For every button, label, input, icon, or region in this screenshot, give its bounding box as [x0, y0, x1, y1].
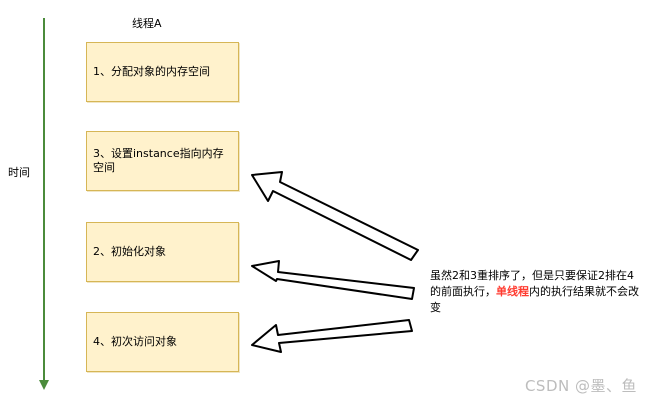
step-box-1: 1、分配对象的内存空间 [86, 42, 239, 102]
step-2-text: 3、设置instance指向内存空间 [93, 147, 224, 174]
timeline-axis [39, 18, 49, 390]
step-3-text: 2、初始化对象 [93, 245, 166, 258]
step-4-text: 4、初次访问对象 [93, 335, 177, 348]
reorder-arrow-1 [251, 171, 419, 261]
note-text-after: 内的执行结果就不会改变 [430, 285, 639, 314]
step-box-4: 4、初次访问对象 [86, 312, 239, 372]
note-highlight: 单线程 [496, 285, 529, 298]
time-label: 时间 [8, 166, 30, 179]
thread-label: 线程A [132, 17, 162, 30]
note-text-before: 虽然2和3重排序了，但是只要保证2排在4的前面执行， [430, 269, 634, 298]
step-box-3: 2、初始化对象 [86, 222, 239, 282]
watermark-text: CSDN @墨、鱼 [524, 377, 637, 395]
reorder-arrow-3 [251, 319, 413, 353]
explanation-note: 虽然2和3重排序了，但是只要保证2排在4的前面执行，单线程内的执行结果就不会改变 [430, 268, 640, 316]
step-1-text: 1、分配对象的内存空间 [93, 65, 210, 78]
step-box-2: 3、设置instance指向内存空间 [86, 131, 239, 191]
reorder-arrow-2 [251, 260, 415, 300]
